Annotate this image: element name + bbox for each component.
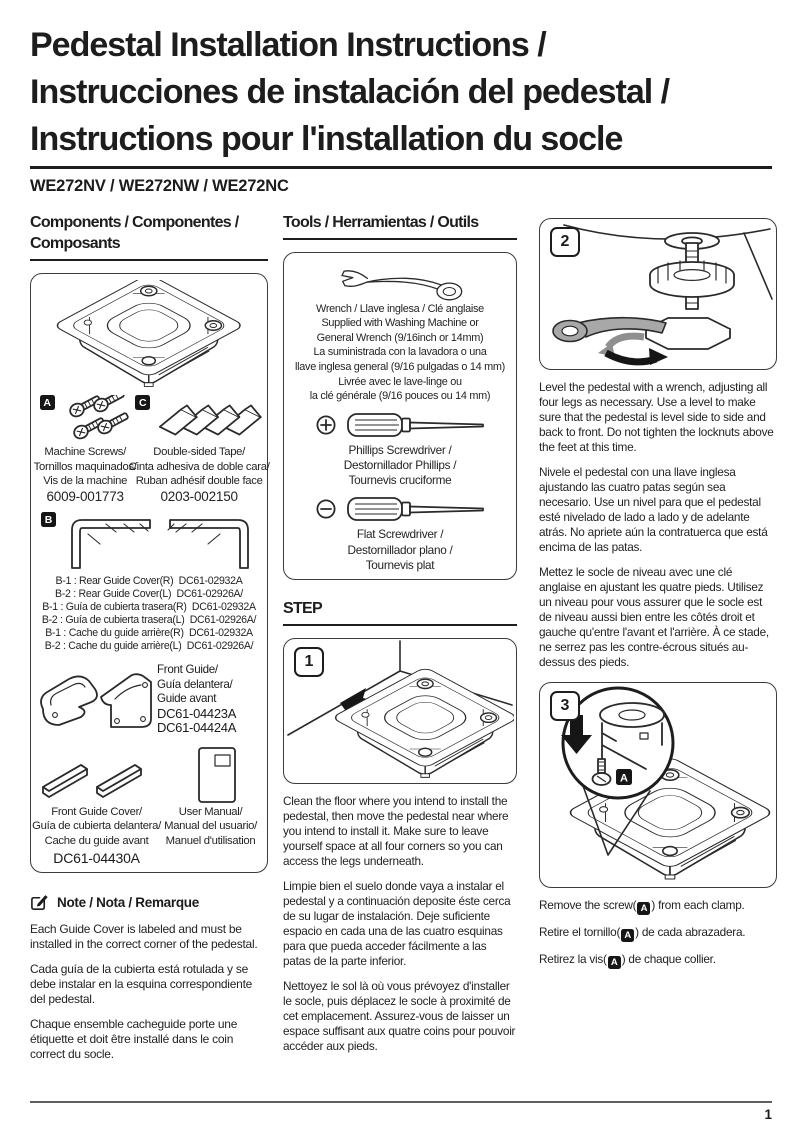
title-line-en: Pedestal Installation Instructions /: [30, 26, 547, 64]
title-rule: [30, 166, 772, 169]
svg-text:A: A: [620, 773, 628, 785]
step-2-number: 2: [550, 227, 580, 257]
note-section: Note / Nota / Remarque Each Guide Cover …: [30, 893, 268, 1062]
components-column: Components / Componentes / Composants A: [30, 212, 270, 1062]
user-manual-caption: User Manual/ Manual del usuario/ Manuel …: [164, 805, 257, 847]
front-guide-cover-caption: Front Guide Cover/ Guía de cubierta dela…: [32, 805, 161, 847]
step-2-box: 2: [539, 218, 777, 370]
note-paragraph-en: Each Guide Cover is labeled and must be …: [30, 922, 258, 951]
model-numbers: WE272NV / WE272NW / WE272NC: [30, 177, 289, 195]
part-number: 6009-001773: [46, 488, 124, 504]
rear-guide-cover-part-list: B-1 : Rear Guide Cover(R) DC61-02932A B-…: [41, 575, 257, 652]
note-heading: Note / Nota / Remarque: [57, 895, 199, 910]
machine-screws-icon: [68, 395, 129, 440]
tools-box: Wrench / Llave inglesa / Clé anglaise Su…: [283, 252, 517, 580]
front-guide-caption: Front Guide/ Guía delantera/ Guide avant…: [157, 663, 237, 736]
flat-symbol-icon: [316, 499, 336, 519]
components-heading: Components / Componentes / Composants: [30, 212, 268, 261]
step-3-box: 3 A: [539, 682, 777, 888]
tools-heading: Tools / Herramientas / Outils: [283, 212, 517, 240]
part-number: 0203-002150: [160, 488, 238, 504]
part-a-badge: A: [39, 395, 55, 411]
phillips-symbol-icon: [316, 415, 336, 435]
wrench-caption: Wrench / Llave inglesa / Clé anglaise Su…: [295, 302, 505, 403]
tape-caption: Double-sided Tape/ Cinta adhesiva de dob…: [128, 446, 270, 504]
rotate-arrow-black: [604, 349, 658, 366]
step-1-illustration: [287, 640, 514, 779]
step2-paragraph-es: Nivele el pedestal con una llave inglesa…: [539, 465, 768, 554]
note-icon: [31, 895, 48, 910]
step1-paragraph-es: Limpie bien el suelo donde vaya a instal…: [283, 879, 511, 968]
title-line-es: Instrucciones de instalación del pedesta…: [30, 73, 670, 111]
step-2-illustration: [552, 224, 773, 366]
part-number: DC61-04424A: [157, 720, 237, 736]
phillips-screwdriver-icon: [347, 412, 484, 437]
step-1-box: 1: [283, 638, 517, 784]
part-b-badge: B: [41, 512, 56, 528]
part-number: DC61-04423A: [157, 705, 237, 721]
step-2-text: Level the pedestal with a wrench, adjust…: [539, 380, 777, 670]
front-guide-cover-icon: [42, 763, 142, 798]
footer-rule: [30, 1101, 772, 1103]
step-1-text: Clean the floor where you intend to inst…: [283, 794, 517, 1054]
step-3-number: 3: [550, 691, 580, 721]
rotate-arrow-gray: [605, 332, 645, 350]
part-number: DC61-04430A: [53, 850, 140, 866]
remove-arrow-icon: [561, 715, 592, 754]
machine-screws-caption: Machine Screws/ Tornillos maquinados/ Vi…: [33, 446, 137, 504]
step-1-number: 1: [294, 647, 324, 677]
note-paragraph-fr: Chaque ensemble cacheguide porte une éti…: [30, 1017, 238, 1061]
page-number: 1: [764, 1107, 772, 1122]
step1-paragraph-fr: Nettoyez le sol là où vous prévoyez d'in…: [283, 979, 516, 1053]
rear-guide-covers-icon: [70, 519, 249, 569]
step3-line-fr: Retirez la vis(A) de chaque collier.: [539, 952, 716, 969]
screw-a-badge: A: [621, 929, 635, 942]
step2-paragraph-fr: Mettez le socle de niveau avec une clé a…: [539, 565, 769, 669]
user-manual-icon: [198, 746, 236, 803]
pedestal-illustration: [52, 280, 245, 388]
phillips-caption: Phillips Screwdriver / Destornillador Ph…: [343, 442, 457, 488]
step3-line-en: Remove the screw(A) from each clamp.: [539, 898, 745, 915]
tools-column: Tools / Herramientas / Outils Wrench / L…: [283, 212, 517, 1054]
step1-paragraph-en: Clean the floor where you intend to inst…: [283, 794, 509, 868]
screw-a-badge: A: [637, 902, 651, 915]
note-paragraph-es: Cada guía de la cubierta está rotulada y…: [30, 962, 253, 1006]
title-line-fr: Instructions pour l'installation du socl…: [30, 120, 623, 158]
steps-column: 2: [539, 218, 777, 969]
wrench-on-foot-icon: [577, 316, 667, 338]
wrench-icon: [341, 270, 463, 301]
step-3-text: Remove the screw(A) from each clamp. Ret…: [539, 898, 777, 969]
screw-a-badge: A: [607, 956, 621, 969]
double-sided-tape-icon: [159, 404, 262, 436]
step-3-illustration: A: [561, 686, 774, 880]
a-callout-badge: [616, 769, 632, 785]
front-guide-icon: [40, 672, 152, 728]
step3-line-es: Retire el tornillo(A) de cada abrazadera…: [539, 925, 746, 942]
flat-screwdriver-icon: [347, 497, 484, 522]
part-c-badge: C: [135, 395, 151, 411]
step-heading: STEP: [283, 598, 517, 626]
page-title: Pedestal Installation Instructions / Ins…: [30, 22, 774, 163]
step2-paragraph-en: Level the pedestal with a wrench, adjust…: [539, 380, 774, 454]
flat-caption: Flat Screwdriver / Destornillador plano …: [347, 527, 453, 572]
components-box: A C: [30, 273, 270, 873]
